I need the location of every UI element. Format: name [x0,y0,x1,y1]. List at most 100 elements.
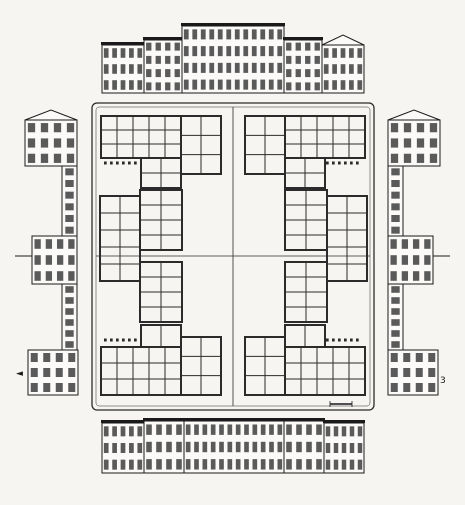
top-elevation-center-window [183,29,189,40]
bottom-elevation-left-pavilion-window [146,424,152,435]
right-elevation-lower-bay-window [391,297,400,304]
bottom-elevation-right-pavilion-window [286,441,292,453]
left-elevation-bottom-wing-window [30,368,38,377]
bottom-elevation-center-window [260,459,266,470]
top-elevation-center-window [217,46,223,57]
top-elevation-center-window [217,62,223,73]
top-elevation-right-pavilion [283,37,323,94]
bottom-elevation-center-window [269,441,274,453]
right-elevation-upper-bay-window [391,215,400,222]
bottom-elevation-left-wing-window [129,443,134,453]
left-margin-mark: ◄ [16,369,23,379]
bottom-elevation-right-pavilion-window [286,424,292,435]
top-elevation-right-wing-window [349,48,354,58]
bottom-elevation-center-window [185,441,191,453]
top-elevation-center-window [277,62,283,73]
bottom-elevation-right-wing-window [333,443,339,453]
right-elevation-top-wing-window [390,138,399,148]
left-elevation-center-window [56,239,64,249]
right-elevation-bottom-wing-window [428,368,436,377]
right-elevation-center-window [401,271,409,281]
bottom-elevation-right-wing-window [341,443,347,453]
bottom-elevation-center-window [260,424,266,435]
top-elevation-right-wing-window [357,64,363,74]
colonnade-top-left-column [110,161,113,165]
bottom-elevation-right-pavilion-window [306,441,312,453]
top-elevation-right-wing-window [332,80,337,90]
bottom-elevation-right-wing-window [333,426,339,437]
bottom-elevation-center-window [227,441,233,453]
right-elevation-bottom-wing-window [428,383,436,392]
left-elevation-lower-bay-window [65,341,74,348]
left-elevation-top-wing-window [66,138,75,148]
right-elevation-center-window [412,255,420,265]
top-elevation-left-pavilion-window [146,82,152,91]
bottom-elevation-center-window [202,459,208,470]
bottom-elevation-left-wing [101,420,145,474]
top-elevation-center-window [260,46,266,57]
bottom-elevation-center-window [210,441,216,453]
right-elevation-center-window [390,255,397,265]
right-elevation-center-window [412,271,420,281]
left-elevation-bottom-wing-window [30,383,38,392]
bottom-elevation-right-wing-window [349,459,355,470]
top-elevation-right-pavilion-window [305,55,311,64]
top-elevation-center-window [192,62,198,73]
bottom-elevation-center-window [219,459,224,470]
left-elevation-center-window [56,271,64,281]
top-elevation-left-pavilion-window [146,69,152,78]
colonnade-bottom-left-column [116,338,119,342]
top-elevation-left-pavilion-window [165,55,171,64]
top-elevation-center-window [268,79,274,90]
top-elevation-right-wing-window [332,48,337,58]
top-elevation-left-pavilion-window [165,69,171,78]
bottom-elevation-right-wing-window [325,459,331,470]
top-elevation-center-window [260,79,266,90]
right-elevation-lower-bay-window [391,319,400,326]
bottom-elevation-center-window [194,441,199,453]
top-elevation-left-wing-window [103,80,109,90]
top-elevation-right-wing-gable [321,34,365,46]
bottom-elevation-left-pavilion-window [146,441,152,453]
top-elevation-left-wing-window [137,80,143,90]
top-elevation-center-body [181,25,285,94]
right-elevation-top-wing-window [416,153,425,163]
right-elevation-top-wing-window [429,153,438,163]
top-elevation-right-pavilion-window [305,42,311,51]
top-elevation-right-pavilion-window [314,82,320,91]
right-elevation-lower-bay-body [387,283,404,351]
left-elevation-bottom-wing-window [68,353,76,362]
bottom-elevation-right-wing-window [333,459,339,470]
top-elevation-left-pavilion-window [174,69,180,78]
top-elevation-center-window [183,79,189,90]
top-elevation-left-wing-window [112,64,117,74]
bottom-elevation-right-pavilion-window [306,459,312,470]
bottom-elevation-right-wing-window [357,459,363,470]
top-elevation-right-wing-window [349,80,354,90]
block-bottom-right-a-outer-wall [284,346,366,396]
right-elevation-bottom-wing [387,349,439,396]
top-elevation-left-wing-window [120,48,126,58]
left-elevation-lower-bay-window [65,308,74,315]
left-elevation-bottom-wing-window [55,368,63,377]
left-elevation-upper-bay-window [65,226,74,234]
block-right-mid-b [284,189,328,251]
block-right-mid-c [284,261,328,323]
bottom-elevation-center-window [219,424,224,435]
right-elevation-top-wing-window [403,123,412,133]
right-elevation-top-wing [387,109,441,167]
bottom-elevation-left-wing-window [103,459,109,470]
right-elevation-lower-bay [387,283,404,351]
right-elevation-bottom-wing-window [403,383,411,392]
bottom-elevation-left-wing-window [129,459,134,470]
top-elevation-right-pavilion-cornice [283,37,323,40]
right-elevation-center-window [401,239,409,249]
colonnade-top-left-column [104,161,107,165]
right-elevation-center-window [424,255,431,265]
top-elevation-right-pavilion-window [305,82,311,91]
bottom-elevation-left-wing-window [137,426,143,437]
left-elevation-top-wing-gable [24,109,78,121]
bottom-elevation-left-wing-window [120,443,126,453]
